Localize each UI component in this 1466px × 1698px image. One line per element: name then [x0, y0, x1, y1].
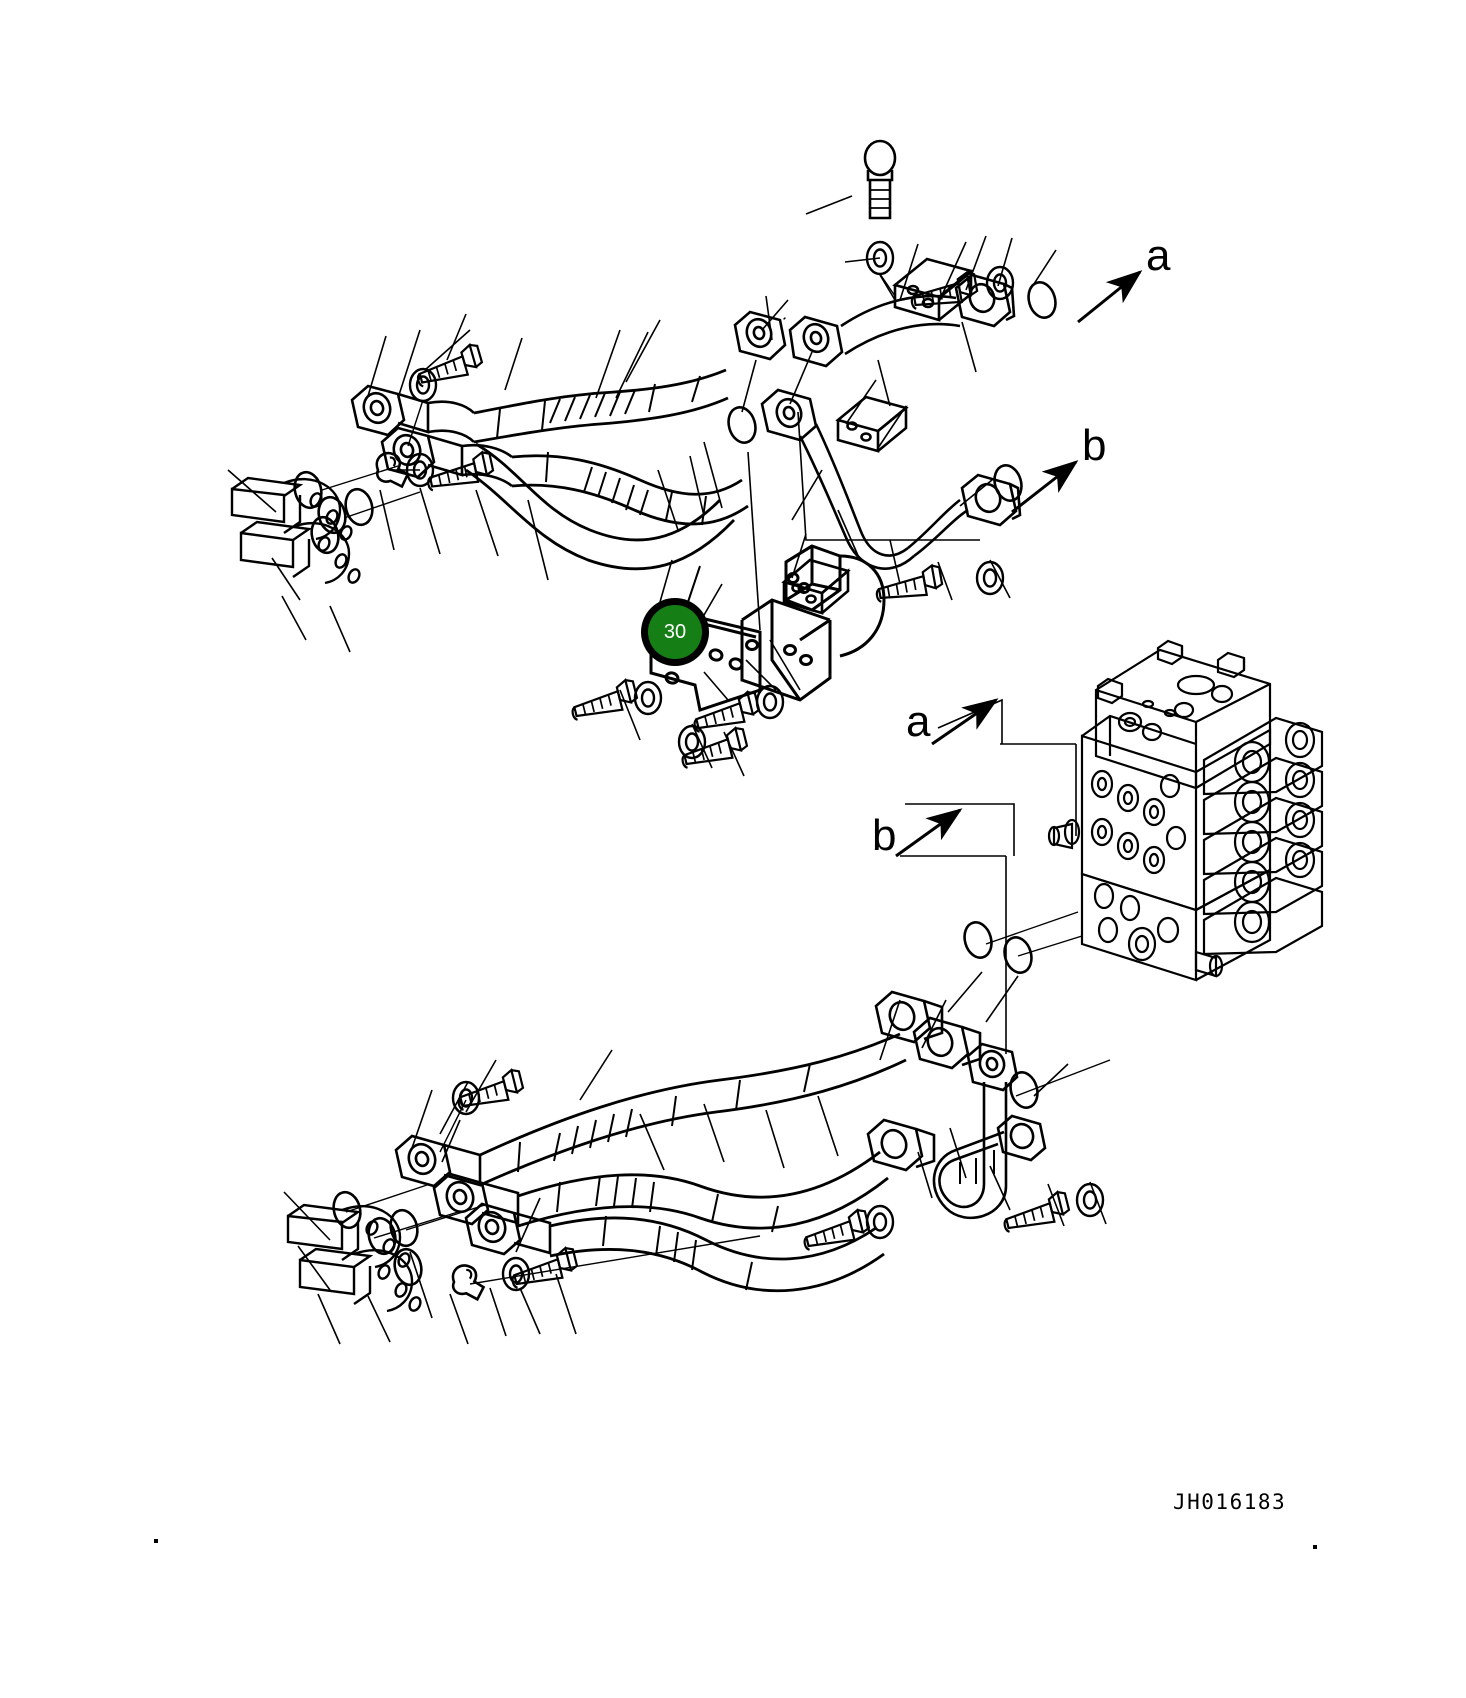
section-marker-b-upper: b: [1082, 421, 1107, 470]
section-marker-a-valve: a: [906, 697, 931, 746]
drawing-number: JH016183: [1173, 1490, 1287, 1514]
section-marker-a-upper: a: [1146, 231, 1171, 280]
section-marker-b-valve: b: [872, 811, 897, 860]
registration-mark-left: [154, 1539, 158, 1543]
registration-mark-right: [1313, 1545, 1317, 1549]
callout-highlight-30: [641, 598, 709, 666]
